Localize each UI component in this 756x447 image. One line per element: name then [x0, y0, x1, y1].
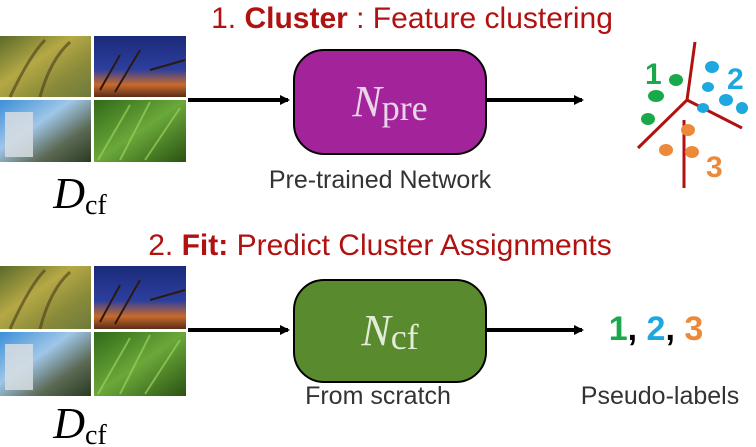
- cluster2-point: [705, 61, 719, 73]
- dataset-subscript: cf: [85, 420, 107, 447]
- network-subscript: pre: [382, 88, 428, 128]
- step1-title: 1. Cluster : Feature clustering: [211, 2, 613, 35]
- image-leaves: [94, 100, 186, 162]
- network-symbol: N: [351, 77, 384, 126]
- step2-title: 2. Fit: Predict Cluster Assignments: [148, 229, 612, 262]
- cluster1-point: [648, 90, 664, 102]
- scratch-caption: From scratch: [305, 382, 451, 410]
- pseudo-label-1: 1: [609, 310, 628, 348]
- pseudo-label-3: 3: [684, 310, 703, 348]
- cluster2-point: [736, 102, 748, 114]
- cluster1-points: [641, 74, 683, 125]
- dataset-label-bottom: Dcf: [52, 399, 107, 447]
- step1-keyword: Cluster: [244, 2, 348, 35]
- step2-description: Predict Cluster Assignments: [237, 229, 612, 262]
- dataset-subscript: cf: [85, 190, 107, 221]
- cluster3-label: 3: [706, 151, 723, 184]
- pretrained-caption: Pre-trained Network: [269, 166, 492, 194]
- cluster3-point: [659, 144, 673, 156]
- cluster2-label: 2: [727, 63, 744, 96]
- image-leaves: [94, 332, 186, 396]
- network-subscript: cf: [391, 317, 419, 357]
- image-night-building: [94, 36, 186, 97]
- dataset-label-top: Dcf: [52, 169, 107, 221]
- cluster2-point: [697, 103, 709, 113]
- cluster3-points: [659, 124, 699, 158]
- pseudo-label-separator: ,: [628, 310, 637, 348]
- pseudo-label-list: 1, 2, 3: [609, 310, 704, 348]
- step1-number: 1.: [211, 2, 236, 35]
- cluster2-point: [719, 94, 733, 106]
- cluster3-point: [685, 146, 699, 158]
- step2-number: 2.: [148, 229, 173, 262]
- scratch-network-label: Ncf: [360, 306, 418, 357]
- dataset-image-grid-bottom: [0, 266, 186, 396]
- pseudo-label-2: 2: [647, 310, 666, 348]
- pretrained-network-label: Npre: [351, 77, 427, 128]
- image-night-building: [94, 266, 186, 329]
- pseudo-label-separator: ,: [665, 310, 674, 348]
- pseudo-labels-caption: Pseudo-labels: [581, 382, 739, 410]
- cluster1-point: [641, 113, 655, 125]
- dataset-symbol: D: [52, 399, 85, 447]
- step2-keyword: Fit:: [182, 229, 229, 262]
- network-symbol: N: [360, 306, 393, 355]
- dataset-symbol: D: [52, 169, 85, 218]
- cluster2-point: [702, 82, 714, 92]
- cluster1-label: 1: [645, 58, 662, 91]
- cluster1-point: [669, 74, 683, 86]
- cluster-diagram: 1 2 3: [636, 41, 748, 188]
- dataset-image-grid-top: [0, 36, 186, 162]
- cluster2-points: [697, 61, 748, 114]
- cluster3-point: [681, 124, 695, 136]
- step1-description: : Feature clustering: [356, 2, 613, 35]
